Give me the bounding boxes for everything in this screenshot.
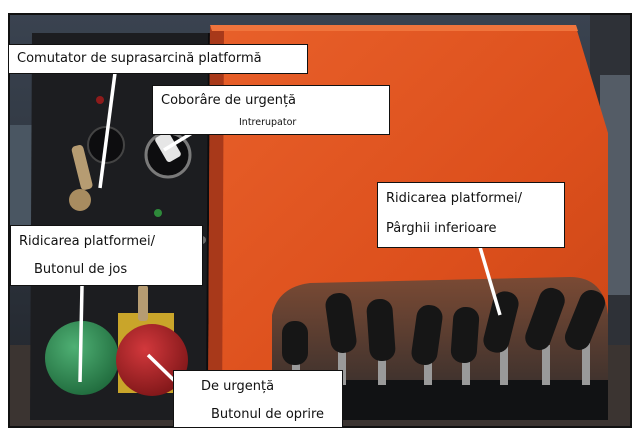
lift-levers-sublabel: Pârghii inferioare <box>386 221 497 236</box>
emergency-stop-callout: De urgență Butonul de oprire <box>173 370 343 428</box>
joystick-levers <box>282 287 606 385</box>
joystick-lever <box>525 287 565 385</box>
overload-indicator-light <box>96 96 104 104</box>
joystick-lever <box>450 306 480 385</box>
lift-button-label: Ridicarea platformei/ <box>19 234 156 249</box>
overload-key <box>71 145 93 190</box>
emergency-descent-sublabel: Intrerupator <box>239 117 297 128</box>
joystick-lever <box>366 298 396 385</box>
emergency-descent-label: Coborâre de urgență <box>161 93 297 108</box>
emergency-stop-label: De urgență <box>201 379 275 394</box>
orange-top-edge <box>210 25 578 31</box>
joystick-lever <box>564 290 606 385</box>
lift-button-callout: Ridicarea platformei/ Butonul de jos <box>10 225 203 286</box>
descent-indicator-light <box>154 209 162 217</box>
lift-button-sublabel: Butonul de jos <box>34 262 128 277</box>
overload-switch-label: Comutator de suprasarcină platformă <box>17 51 262 66</box>
emergency-stop-sublabel: Butonul de oprire <box>211 407 325 422</box>
overload-key-head <box>69 189 91 211</box>
lift-levers-label: Ridicarea platformei/ <box>386 191 523 206</box>
joystick-lever <box>411 305 443 385</box>
overload-key-switch <box>87 126 125 164</box>
joystick-lever <box>325 293 357 385</box>
overload-switch-callout: Comutator de suprasarcină platformă <box>8 44 308 74</box>
joystick-lever <box>282 321 308 385</box>
lift-levers-callout: Ridicarea platformei/ Pârghii inferioare <box>377 182 565 248</box>
estop-key <box>138 285 148 321</box>
emergency-descent-callout: Coborâre de urgență Intrerupator <box>152 85 390 135</box>
green-lift-button <box>45 321 119 395</box>
